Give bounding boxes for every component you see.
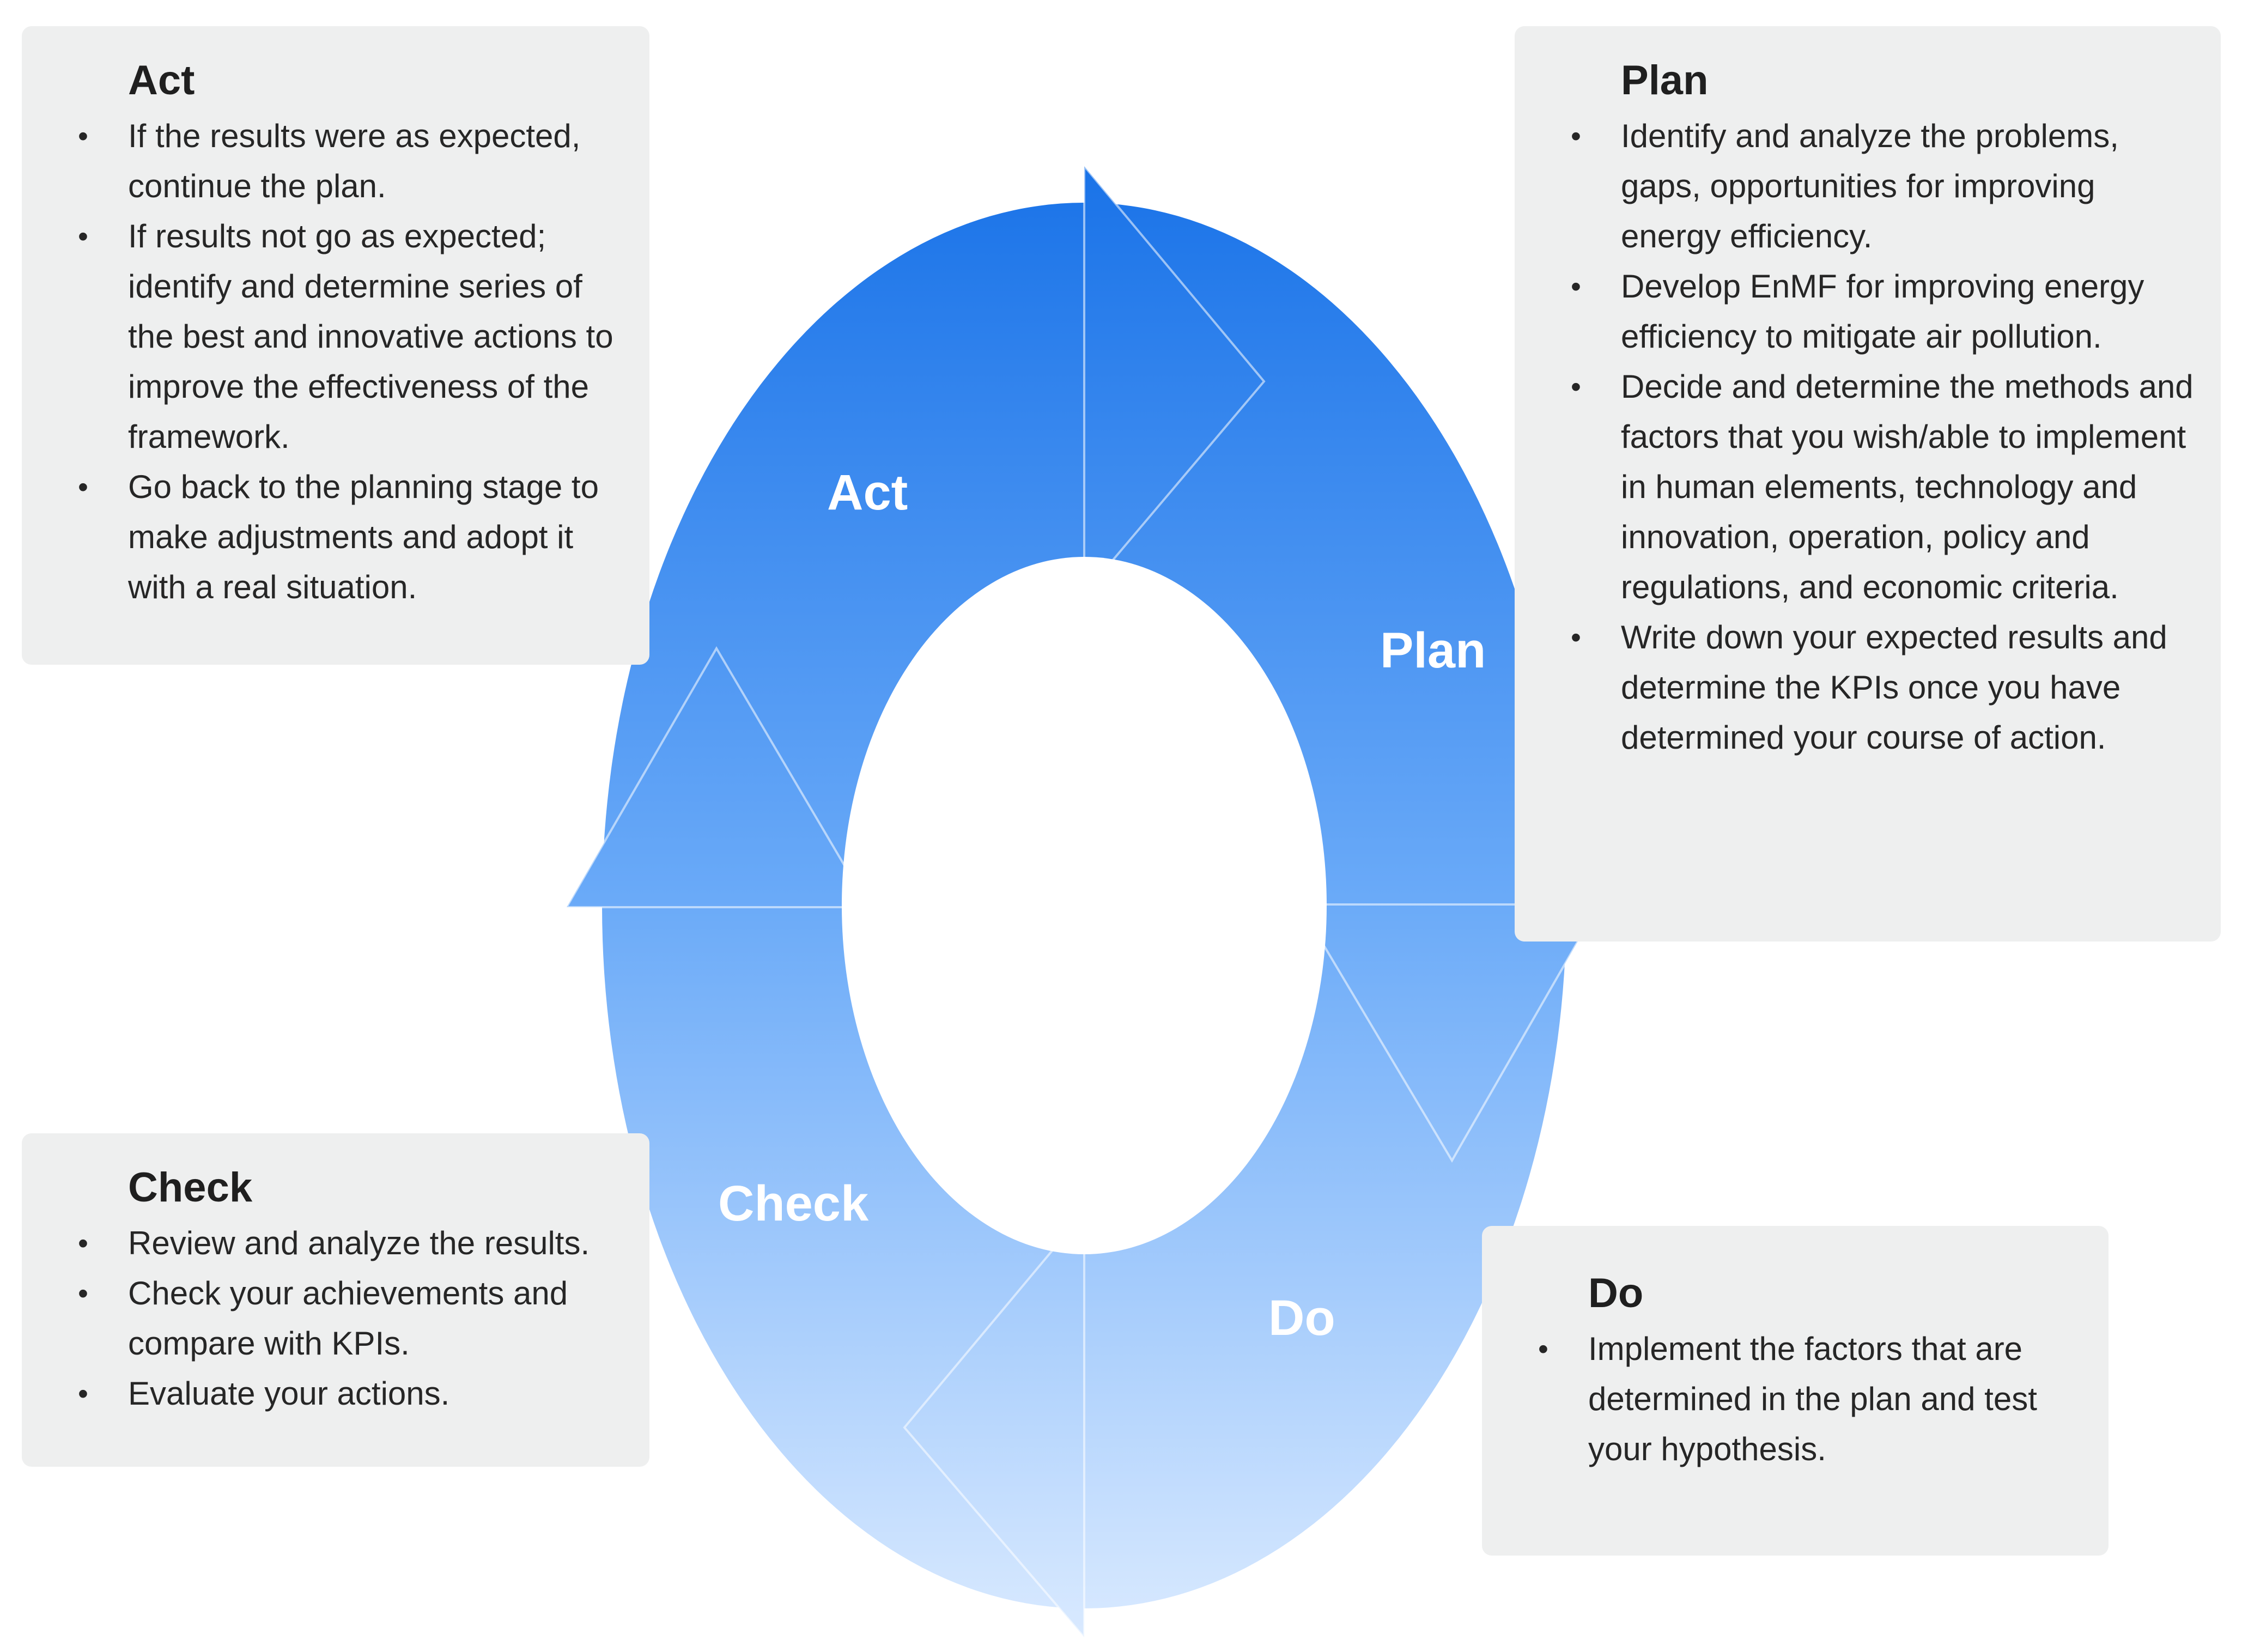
plan-bullet-2: Develop EnMF for improving energy effici… [1571,262,2199,362]
cycle-label-do: Do [1268,1290,1335,1346]
cycle-label-check: Check [718,1176,869,1231]
check-bullet-3: Evaluate your actions. [78,1369,617,1419]
plan-bullet-list: Identify and analyze the problems, gaps,… [1571,111,2199,763]
plan-description-box: Plan Identify and analyze the problems, … [1515,26,2221,942]
act-description-box: Act If the results were as expected, con… [22,26,649,665]
act-box-title: Act [128,57,195,104]
act-bullet-2: If results not go as expected; identify … [78,211,617,462]
do-description-box: Do Implement the factors that are determ… [1482,1226,2109,1556]
plan-bullet-3: Decide and determine the methods and fac… [1571,362,2199,612]
arrow-head-check-to-act [564,646,871,908]
check-description-box: Check Review and analyze the results. Ch… [22,1133,649,1467]
act-bullet-1: If the results were as expected, continu… [78,111,617,211]
check-bullet-1: Review and analyze the results. [78,1218,617,1268]
do-box-title: Do [1588,1270,1644,1316]
cycle-label-act: Act [827,465,908,520]
plan-bullet-4: Write down your expected results and det… [1571,612,2199,763]
do-bullet-list: Implement the factors that are determine… [1538,1324,2087,1474]
plan-bullet-1: Identify and analyze the problems, gaps,… [1571,111,2199,262]
act-bullet-3: Go back to the planning stage to make ad… [78,462,617,612]
arrow-head-act-to-plan [1083,163,1266,597]
check-bullet-2: Check your achievements and compare with… [78,1268,617,1369]
arrow-head-plan-to-do [1297,903,1601,1163]
plan-box-title: Plan [1621,57,1709,104]
arrow-head-do-to-check [903,1209,1085,1641]
do-bullet-1: Implement the factors that are determine… [1538,1324,2087,1474]
check-bullet-list: Review and analyze the results. Check yo… [78,1218,617,1419]
check-box-title: Check [128,1164,253,1211]
act-bullet-list: If the results were as expected, continu… [78,111,617,612]
cycle-ring [602,203,1566,1608]
cycle-label-plan: Plan [1380,623,1486,678]
